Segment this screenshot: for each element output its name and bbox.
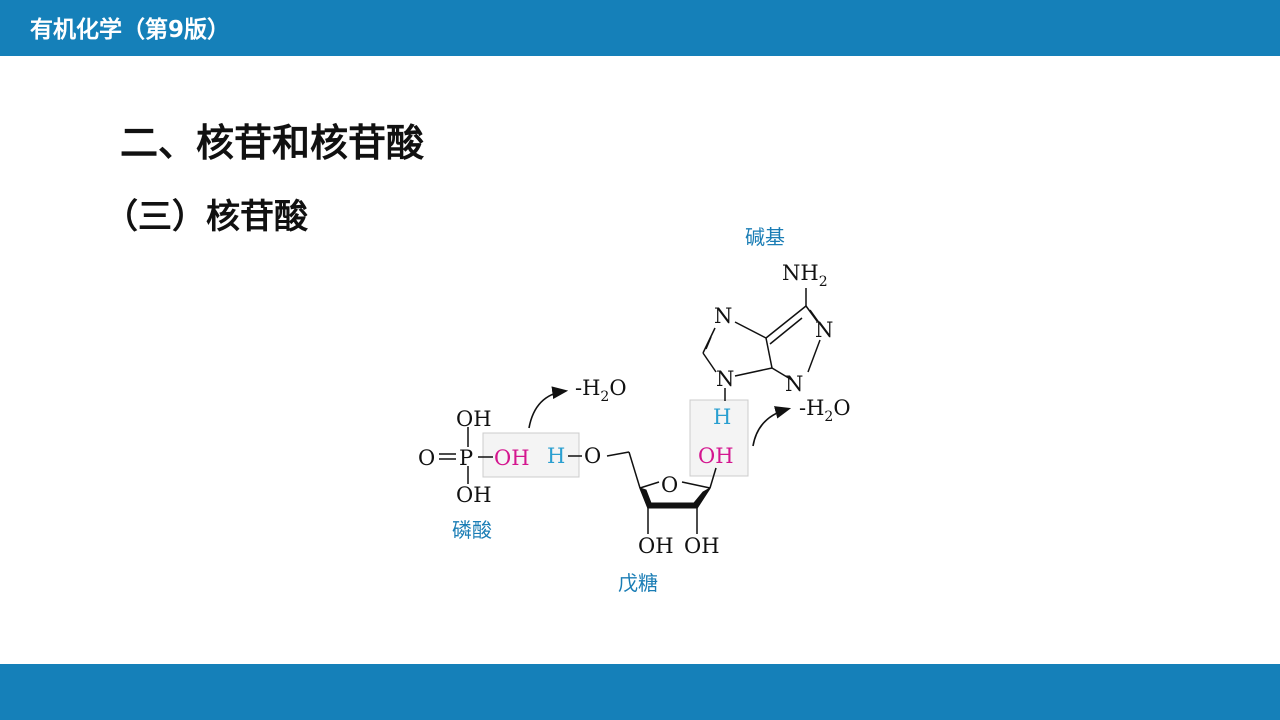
slide-heading: 二、核苷和核苷酸 xyxy=(120,121,425,165)
ribose-front-edge xyxy=(639,487,711,509)
course-title: 有机化学（第9版） xyxy=(30,17,231,43)
sugar-ring-oxygen: O xyxy=(661,473,678,497)
nucleotide-formation-diagram: 碱基 磷酸 戊糖 xyxy=(418,225,851,595)
bottom-bar xyxy=(0,664,1280,720)
base-hydrogen: H xyxy=(713,405,731,429)
phosphorus: P xyxy=(459,446,473,470)
slide-subheading: （三）核苷酸 xyxy=(104,197,308,237)
sugar-5-oxygen: O xyxy=(584,444,601,468)
sugar-2-oh: OH xyxy=(638,534,674,558)
molecule xyxy=(439,288,821,534)
phosphate-oh-top: OH xyxy=(456,407,492,431)
adenine-n9: N xyxy=(716,367,734,391)
top-bar: 有机化学（第9版） xyxy=(0,0,1280,56)
adenine-n3: N xyxy=(785,372,803,396)
base-label: 碱基 xyxy=(745,225,785,249)
adenine-n7: N xyxy=(714,304,732,328)
sugar-5-hydrogen: H xyxy=(547,444,565,468)
glycosidic-condensation-arrow xyxy=(752,406,792,447)
sugar-3-oh: OH xyxy=(684,534,720,558)
base-sugar-box xyxy=(689,399,749,477)
amino-group: NH2 xyxy=(782,261,828,290)
phosphate-label: 磷酸 xyxy=(452,518,492,542)
phosphate-oh-bottom: OH xyxy=(456,483,492,507)
phosphate-condensation-arrow xyxy=(528,386,569,429)
phosphate-oh-reactive: OH xyxy=(494,446,530,470)
phosphate-oh-box xyxy=(482,432,580,478)
water-released-1: -H2O xyxy=(575,376,627,405)
pentose-label: 戊糖 xyxy=(618,571,658,595)
phosphate-oxygen: O xyxy=(418,446,435,470)
adenine-n1: N xyxy=(815,318,833,342)
sugar-1-oh: OH xyxy=(698,444,734,468)
water-released-2: -H2O xyxy=(799,396,851,425)
